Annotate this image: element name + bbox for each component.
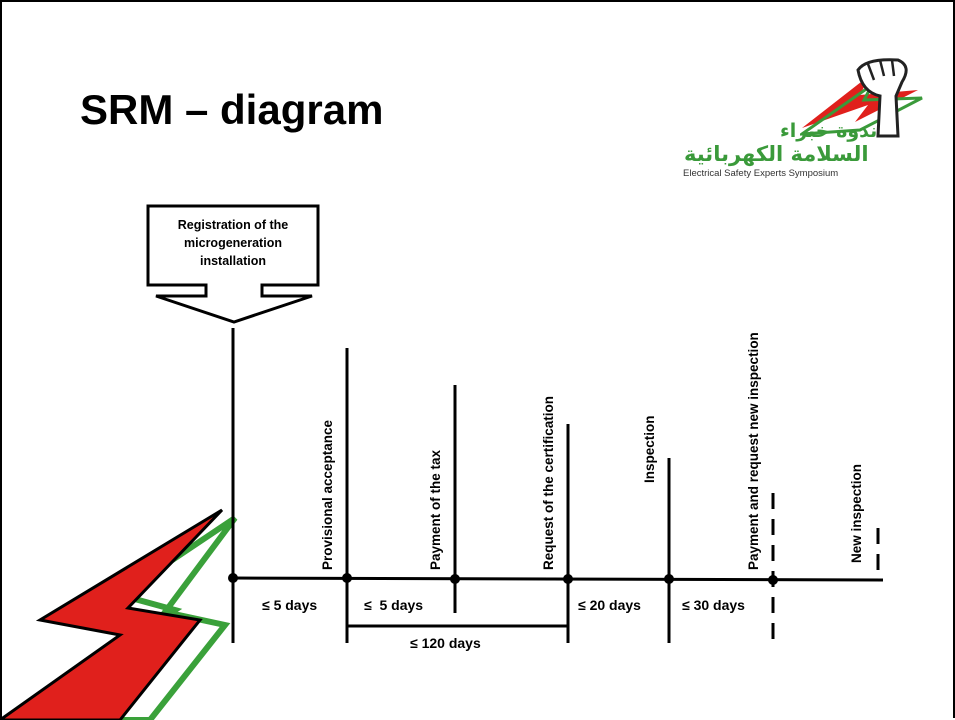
duration-label-1: ≤ 5 days (262, 597, 317, 613)
milestone-label-provisional: Provisional acceptance (320, 419, 335, 570)
milestone-label-inspection: Inspection (642, 415, 657, 483)
lightning-bolt-icon (0, 508, 238, 720)
fist-lightning-logo-icon (800, 58, 923, 138)
duration-label-2: ≤ 5 days (364, 597, 423, 613)
duration-label-120: ≤ 120 days (410, 635, 481, 651)
point-registration (228, 573, 238, 583)
duration-label-3: ≤ 20 days (578, 597, 641, 613)
logo-arabic-line1: ندوة خبراء (780, 120, 878, 142)
registration-line-2: microgeneration (184, 236, 282, 250)
milestone-label-payment-new: Payment and request new inspection (746, 332, 761, 570)
logo-english-text: Electrical Safety Experts Symposium (683, 168, 839, 179)
logo-arabic-line2: السلامة الكهربائية (684, 142, 869, 166)
timeline-points (228, 573, 778, 585)
registration-line-1: Registration of the (177, 218, 289, 232)
point-payment-new (768, 575, 778, 585)
milestone-label-tax: Payment of the tax (428, 449, 443, 570)
registration-line-3: installation (200, 254, 266, 268)
milestone-label-certification: Request of the certification (541, 396, 556, 570)
page-title: SRM – diagram (80, 86, 384, 133)
point-tax (450, 574, 460, 584)
duration-label-4: ≤ 30 days (682, 597, 745, 613)
point-certification (563, 574, 573, 584)
registration-text: Registration of the microgeneration inst… (148, 216, 318, 270)
point-provisional (342, 573, 352, 583)
milestone-label-new-inspection: New inspection (849, 464, 864, 563)
point-inspection (664, 574, 674, 584)
timeline-axis (232, 576, 884, 582)
